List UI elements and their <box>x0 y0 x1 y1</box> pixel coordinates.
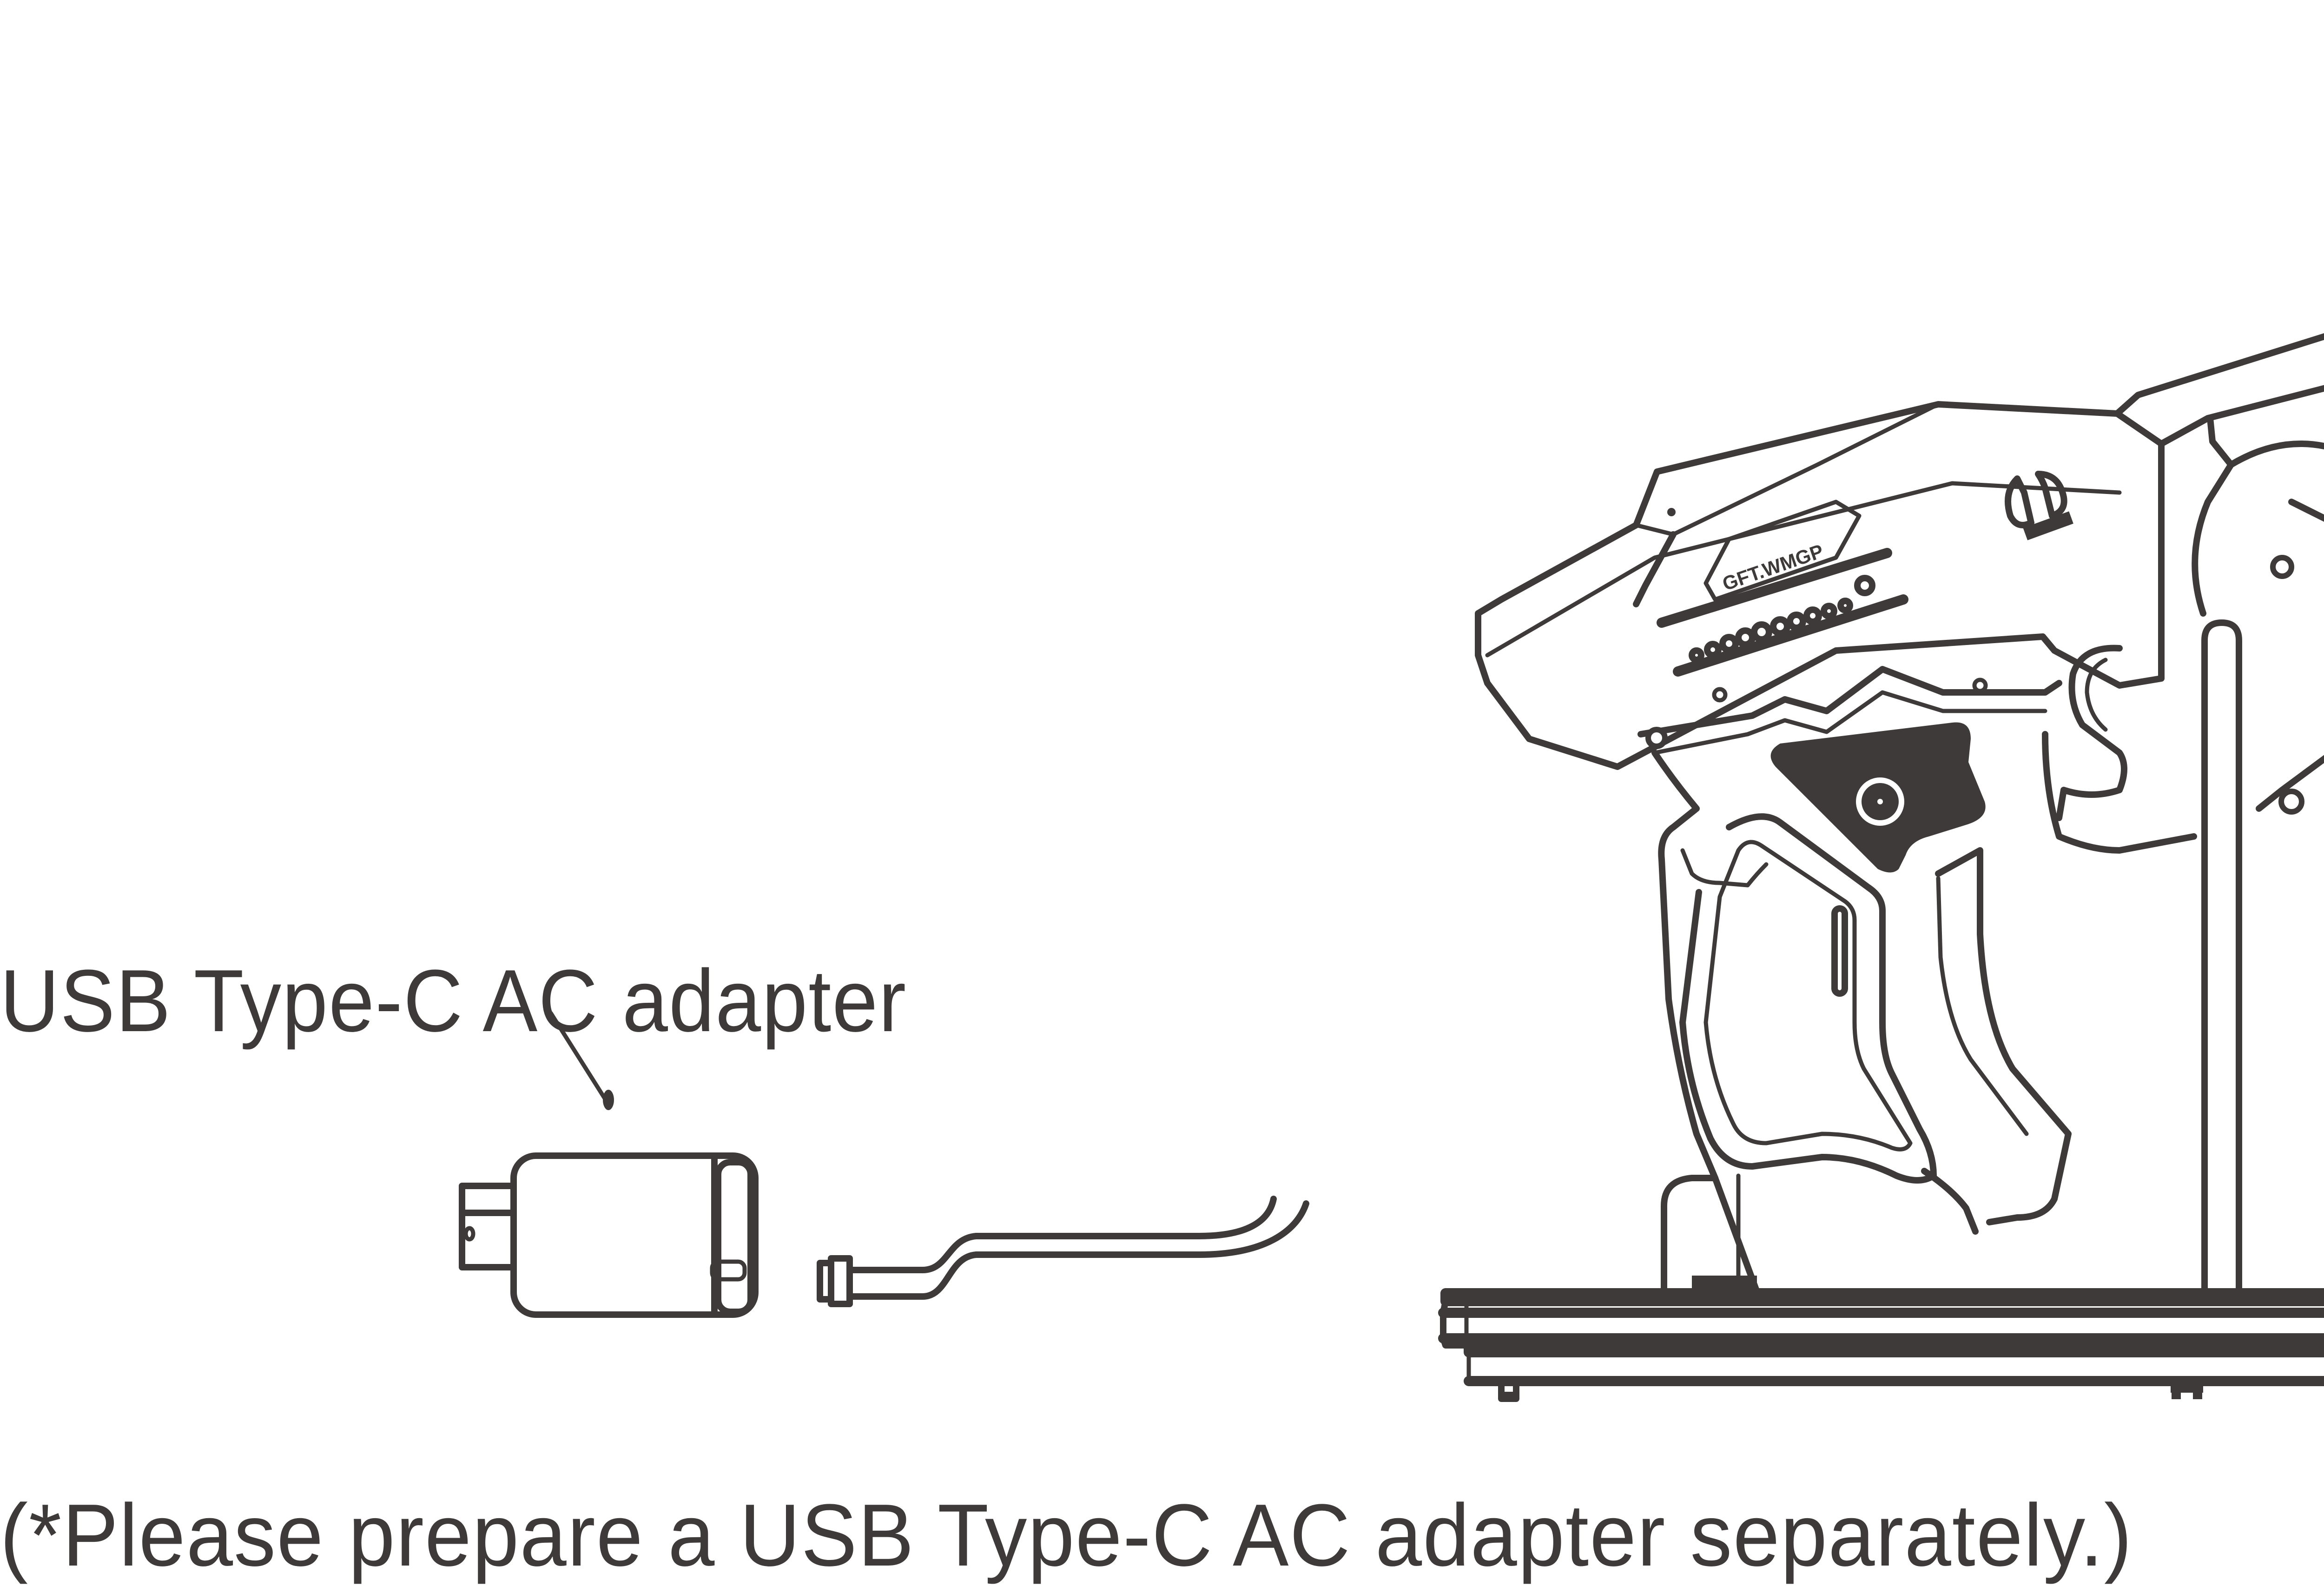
adapter-callout-label: USB Type-C AC adapter <box>0 952 907 1050</box>
callout-leader-line <box>548 1011 614 1110</box>
ac-adapter <box>459 1152 759 1318</box>
indicator-lights <box>1689 575 1875 663</box>
support-rod <box>2201 619 2242 1296</box>
emblem-logo <box>2005 471 2073 540</box>
usb-c-cable <box>817 1196 1309 1307</box>
sensor-dial-icon <box>1856 777 1904 826</box>
side-plate: ROTAVMOC <box>2288 499 2324 522</box>
grip-slot <box>1831 905 1848 997</box>
usb-c-connector-icon <box>817 1255 853 1307</box>
display-stand <box>1438 619 2324 1402</box>
power-plug-icon <box>459 1183 517 1270</box>
prop-blaster: GFT.WMGP <box>1475 333 2324 1295</box>
footnote-text: (*Please prepare a USB Type-C AC adapter… <box>0 1486 2133 1585</box>
